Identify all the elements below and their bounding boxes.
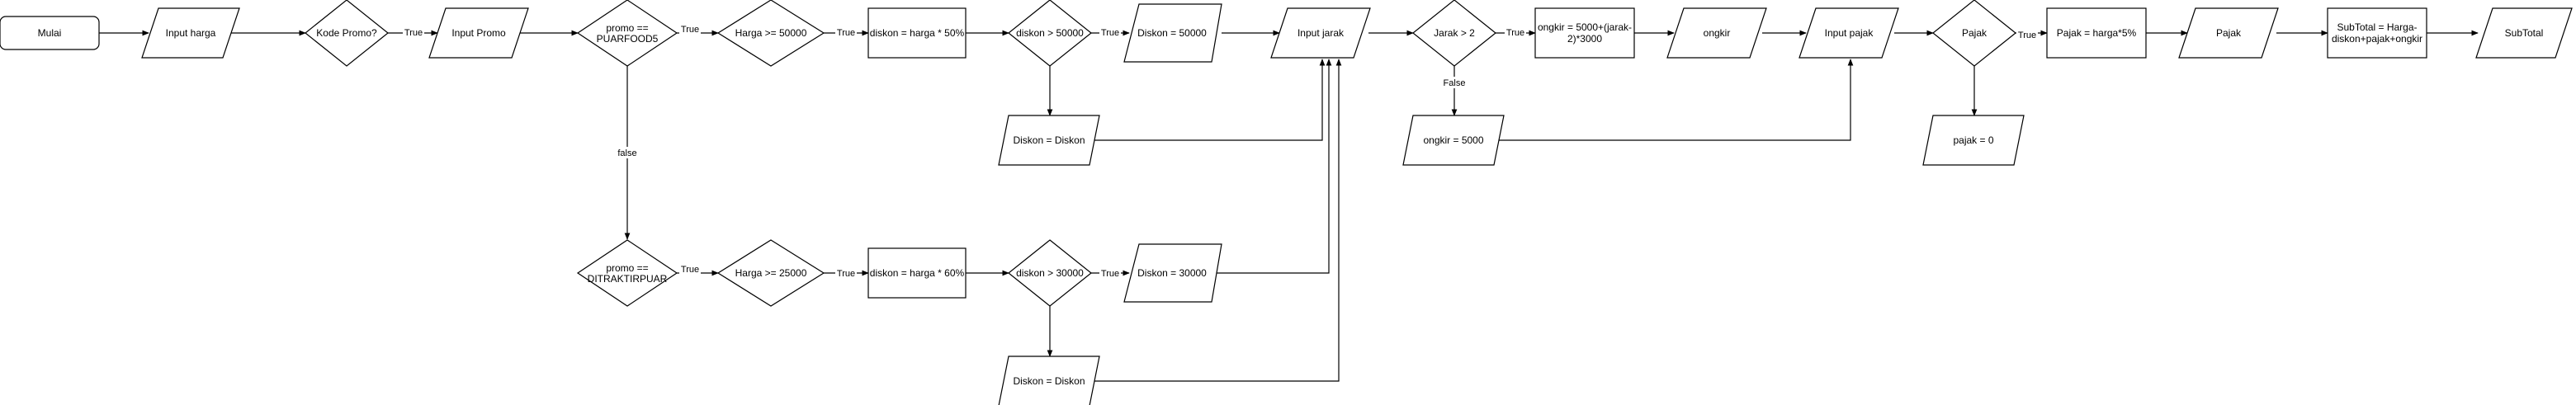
edge-label-true-diskon-gt-50000: True [1099, 26, 1121, 38]
node-diskon-eq-50000[interactable]: Diskon = 50000 [1123, 3, 1222, 63]
svg-text:True: True [681, 25, 699, 35]
svg-text:diskon > 30000: diskon > 30000 [1016, 267, 1084, 279]
node-diskon-gt-30000[interactable]: diskon > 30000 [1008, 239, 1092, 307]
edge-label-true-promo-puarfood5: True [679, 23, 701, 35]
edge-label-false-promo: false [616, 147, 639, 158]
node-pajak-out[interactable]: Pajak [2178, 7, 2279, 59]
svg-text:Jarak > 2: Jarak > 2 [1434, 27, 1475, 39]
svg-text:Diskon = Diskon: Diskon = Diskon [1013, 375, 1085, 387]
svg-text:Kode Promo?: Kode Promo? [316, 27, 377, 39]
node-pajak-zero[interactable]: pajak = 0 [1922, 115, 2025, 166]
node-diskon-eq-diskon-2[interactable]: Diskon = Diskon [998, 356, 1100, 405]
svg-text:2)*3000: 2)*3000 [1567, 33, 1602, 45]
node-diskon-eq-30000[interactable]: Diskon = 30000 [1123, 243, 1222, 303]
svg-text:Diskon = Diskon: Diskon = Diskon [1013, 134, 1085, 146]
svg-text:Input harga: Input harga [166, 27, 216, 39]
svg-text:pajak = 0: pajak = 0 [1953, 134, 1993, 146]
edge-label-true-harga-50000: True [835, 26, 857, 38]
edge-diskon-eq-diskon-2-to-input-jarak [1089, 59, 1342, 382]
svg-text:diskon = harga * 60%: diskon = harga * 60% [870, 267, 965, 279]
node-ongkir-formula[interactable]: ongkir = 5000+(jarak- 2)*3000 [1534, 7, 1635, 59]
svg-text:True: True [1101, 28, 1119, 38]
node-pajak-decision[interactable]: Pajak [1932, 0, 2016, 67]
edge-label-true-harga-25000: True [835, 267, 857, 279]
edge-label-true-pajak: True [2016, 29, 2038, 40]
node-ongkir-5000[interactable]: ongkir = 5000 [1402, 115, 1505, 166]
edge-diskon-eq-diskon-to-input-jarak [1089, 59, 1326, 141]
svg-text:diskon > 50000: diskon > 50000 [1016, 27, 1084, 39]
edge-label-true-promo-ditraktir: True [679, 263, 701, 275]
svg-text:Diskon = 30000: Diskon = 30000 [1137, 267, 1207, 279]
node-input-harga[interactable]: Input harga [141, 7, 240, 59]
edge-label-false-jarak: False [1441, 77, 1468, 88]
svg-text:diskon = harga * 50%: diskon = harga * 50% [870, 27, 965, 39]
svg-text:Harga >= 25000: Harga >= 25000 [735, 267, 807, 279]
edge-diskon-eq-30000-to-input-jarak [1212, 59, 1332, 274]
node-input-promo[interactable]: Input Promo [428, 7, 529, 59]
edge-label-true-kode-promo: True [403, 26, 424, 38]
svg-text:promo ==: promo == [606, 22, 648, 34]
node-start[interactable]: Mulai [0, 16, 100, 50]
svg-text:Diskon = 50000: Diskon = 50000 [1137, 27, 1207, 39]
svg-text:ongkir = 5000+(jarak-: ongkir = 5000+(jarak- [1538, 21, 1632, 33]
node-promo-ditraktir[interactable]: promo == DITRAKTIRPUAR [576, 239, 678, 307]
svg-text:Pajak = harga*5%: Pajak = harga*5% [2057, 27, 2137, 39]
svg-text:Input pajak: Input pajak [1825, 27, 1874, 39]
svg-text:Input Promo: Input Promo [451, 27, 506, 39]
node-pajak-formula[interactable]: Pajak = harga*5% [2046, 7, 2147, 59]
svg-text:PUARFOOD5: PUARFOOD5 [597, 33, 659, 45]
node-harga-25000[interactable]: Harga >= 25000 [716, 239, 825, 307]
node-promo-puarfood5[interactable]: promo == PUARFOOD5 [576, 0, 678, 67]
svg-text:True: True [1506, 28, 1524, 38]
node-diskon-gt-50000[interactable]: diskon > 50000 [1008, 0, 1092, 67]
node-subtotal-out[interactable]: SubTotal [2475, 7, 2573, 59]
svg-text:Input jarak: Input jarak [1297, 27, 1345, 39]
edge-label-true-diskon-gt-30000: True [1099, 267, 1121, 279]
svg-text:True: True [837, 28, 855, 38]
edge-ongkir-5000-to-input-pajak [1494, 59, 1854, 141]
svg-text:Mulai: Mulai [38, 27, 62, 39]
svg-text:Pajak: Pajak [1962, 27, 1988, 39]
svg-text:promo ==: promo == [606, 262, 648, 274]
node-subtotal-formula[interactable]: SubTotal = Harga- diskon+pajak+ongkir [2327, 7, 2427, 59]
node-diskon-60pct[interactable]: diskon = harga * 60% [867, 247, 967, 299]
node-diskon-50pct[interactable]: diskon = harga * 50% [867, 7, 967, 59]
node-diskon-eq-diskon-1[interactable]: Diskon = Diskon [998, 115, 1100, 166]
svg-text:True: True [404, 28, 423, 38]
svg-text:SubTotal: SubTotal [2505, 27, 2544, 39]
edges [99, 30, 2479, 382]
node-input-pajak[interactable]: Input pajak [1798, 7, 1899, 59]
edge-labels: True True True True True True True True [403, 23, 2038, 279]
svg-text:Harga >= 50000: Harga >= 50000 [735, 27, 807, 39]
svg-text:diskon+pajak+ongkir: diskon+pajak+ongkir [2332, 33, 2422, 45]
svg-text:ongkir: ongkir [1704, 27, 1731, 39]
svg-text:True: True [2018, 31, 2036, 40]
svg-text:false: false [617, 148, 636, 158]
svg-text:Pajak: Pajak [2216, 27, 2242, 39]
svg-text:True: True [837, 269, 855, 279]
node-ongkir-out[interactable]: ongkir [1666, 7, 1767, 59]
svg-text:False: False [1444, 78, 1466, 88]
node-jarak-gt-2[interactable]: Jarak > 2 [1412, 0, 1496, 67]
svg-text:True: True [1101, 269, 1119, 279]
svg-text:ongkir = 5000: ongkir = 5000 [1423, 134, 1483, 146]
node-harga-50000[interactable]: Harga >= 50000 [716, 0, 825, 67]
node-input-jarak[interactable]: Input jarak [1270, 7, 1371, 59]
svg-text:DITRAKTIRPUAR: DITRAKTIRPUAR [588, 273, 668, 285]
node-kode-promo[interactable]: Kode Promo? [305, 0, 389, 67]
svg-text:SubTotal = Harga-: SubTotal = Harga- [2337, 21, 2417, 33]
edge-label-true-jarak-gt-2: True [1505, 26, 1526, 38]
svg-text:True: True [681, 265, 699, 275]
